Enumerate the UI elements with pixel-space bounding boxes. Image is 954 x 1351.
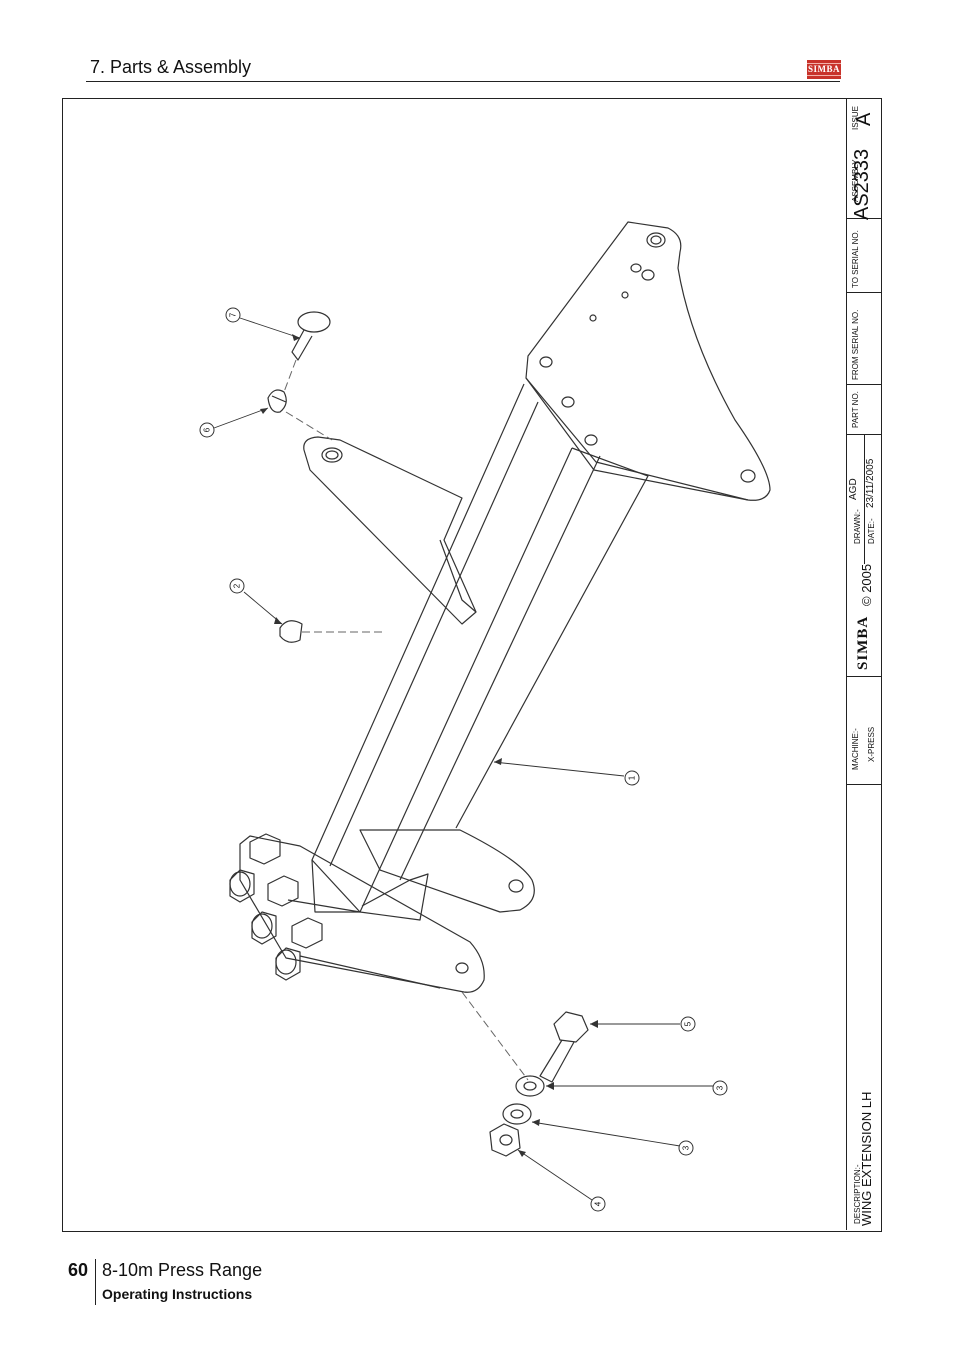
machine-label: MACHINE:-	[851, 728, 860, 770]
callout-5: 5	[684, 1021, 693, 1026]
callout-3a: 3	[716, 1085, 725, 1090]
copyright-text: © 2005	[859, 563, 874, 606]
footer-title: 8-10m Press Range	[102, 1260, 263, 1280]
part-no-label: PART NO.	[851, 391, 860, 428]
bolt-5	[553, 1011, 589, 1043]
issue-value: A	[853, 112, 875, 126]
nut	[489, 1123, 521, 1157]
mounting-plate	[525, 221, 771, 501]
date-label: DATE:-	[867, 518, 876, 544]
top-bracket	[303, 436, 477, 625]
assembly-value: AS2333	[851, 148, 873, 220]
footer-subtitle: Operating Instructions	[102, 1286, 253, 1302]
bush	[279, 620, 303, 643]
title-block-brand: SIMBA	[855, 615, 871, 670]
washer-upper	[515, 1075, 545, 1097]
callout-2: 2	[233, 583, 242, 588]
callout-4: 4	[594, 1201, 603, 1206]
callout-1: 1	[628, 775, 637, 780]
lower-bracket	[359, 829, 535, 913]
bolt-plate	[239, 835, 485, 993]
drawing-frame	[62, 98, 882, 1232]
page-number: 60	[68, 1260, 89, 1280]
from-serial-label: FROM SERIAL NO.	[851, 309, 860, 380]
pin	[297, 311, 331, 333]
description-value: WING EXTENSION LH	[859, 1091, 874, 1226]
callout-3b: 3	[682, 1145, 691, 1150]
title-block: ISSUE A ASSEMBLY AS2333 TO SERIAL NO. FR…	[846, 98, 881, 1230]
callout-6: 6	[203, 427, 212, 432]
washer-lower	[502, 1103, 532, 1125]
clip	[267, 389, 287, 413]
main-beam	[311, 383, 573, 913]
simba-logo: SIMBA	[807, 60, 841, 79]
footer-rule	[95, 1259, 96, 1305]
drawn-value: AGD	[848, 478, 859, 500]
bolt-heads	[229, 833, 323, 981]
header-rule	[86, 81, 840, 82]
drawn-label: DRAWN:-	[853, 509, 862, 544]
to-serial-label: TO SERIAL NO.	[851, 230, 860, 288]
page-header-title: 7. Parts & Assembly	[90, 57, 252, 77]
callout-7: 7	[229, 312, 238, 317]
machine-value: X-PRESS	[867, 726, 876, 762]
date-value: 23/11/2005	[865, 458, 876, 508]
